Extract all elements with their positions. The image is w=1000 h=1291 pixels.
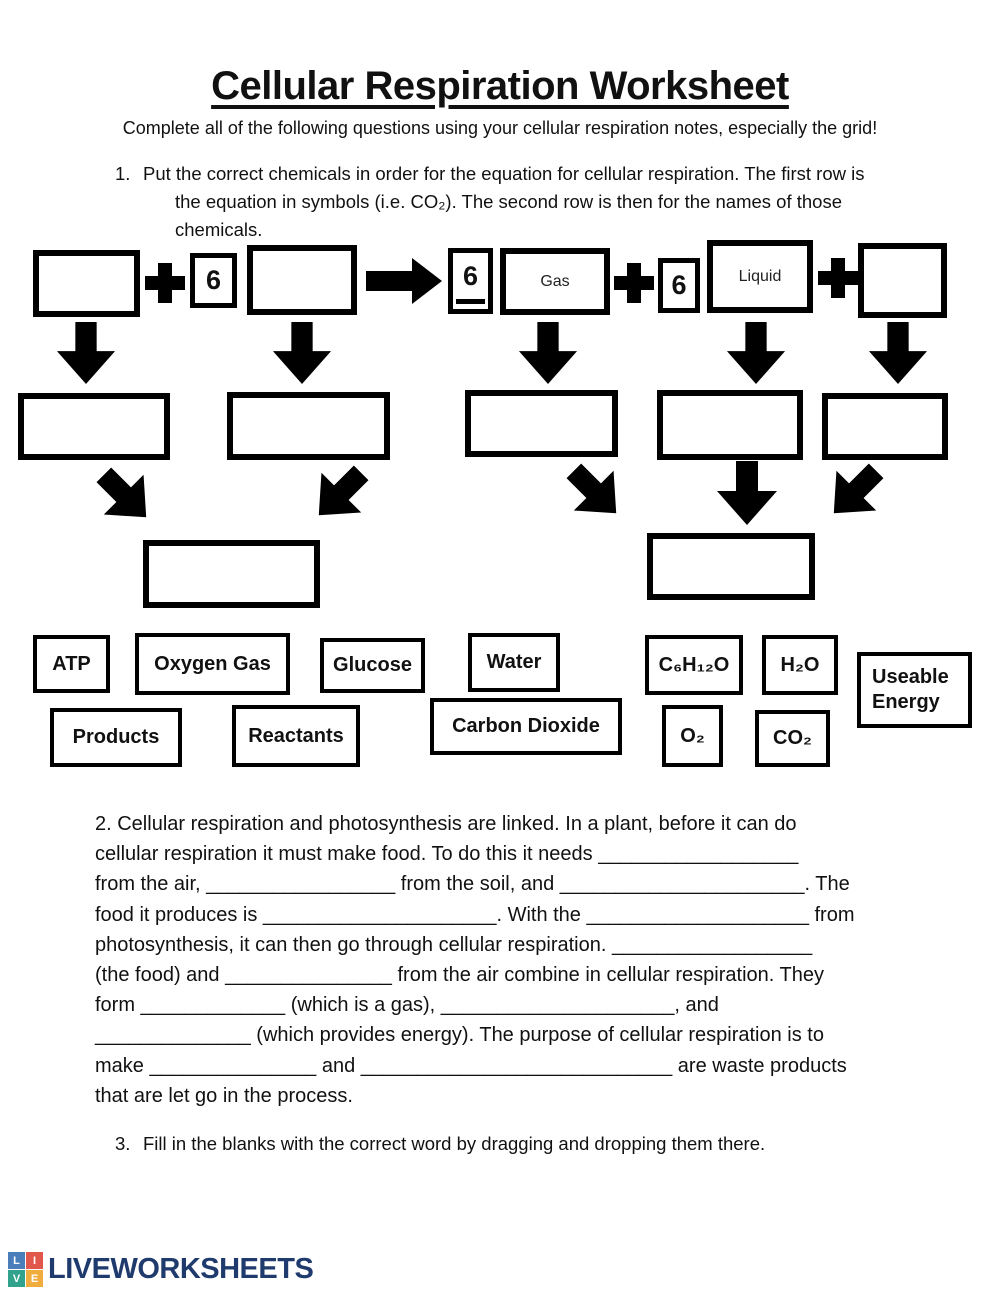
gas-dropzone[interactable]: Gas — [500, 248, 610, 315]
question-3-number: 3. — [115, 1133, 131, 1154]
liquid-label: Liquid — [738, 267, 782, 285]
question-2: 2. Cellular respiration and photosynthes… — [95, 809, 925, 1111]
liveworksheets-footer: L I V E LIVEWORKSHEETS — [8, 1252, 314, 1287]
diagonal-arrow-icon — [83, 454, 168, 539]
category-dropzone-left[interactable] — [143, 540, 320, 608]
word-chip-atp[interactable]: ATP — [33, 635, 110, 693]
down-arrow-icon — [868, 322, 928, 384]
coefficient-value: 6 — [205, 265, 222, 295]
symbol-dropzone-1[interactable] — [33, 250, 140, 317]
down-arrow-icon — [518, 322, 578, 384]
name-dropzone-1[interactable] — [18, 393, 170, 460]
question-2-line: photosynthesis, it can then go through c… — [95, 933, 813, 956]
question-1-line: the equation in symbols (i.e. CO₂). The … — [175, 191, 843, 212]
coefficient-box-1: 6 — [190, 253, 237, 308]
question-2-line: ______________ (which provides energy). … — [95, 1024, 824, 1047]
brand-name: LIVEWORKSHEETS — [48, 1253, 314, 1285]
name-dropzone-4[interactable] — [657, 390, 803, 460]
question-1-line: Put the correct chemicals in order for t… — [143, 163, 865, 184]
plus-icon — [818, 258, 858, 298]
name-dropzone-5[interactable] — [822, 393, 948, 460]
word-chip-useable-energy[interactable]: Useable Energy — [857, 652, 972, 728]
question-2-line: (the food) and _______________ from the … — [95, 964, 824, 987]
plus-icon — [614, 263, 654, 303]
coefficient-value: 6 — [671, 270, 687, 300]
name-dropzone-2[interactable] — [227, 392, 390, 460]
name-dropzone-3[interactable] — [465, 390, 618, 457]
logo-letter: E — [26, 1270, 43, 1287]
plus-icon — [145, 263, 185, 303]
question-2-line: 2. Cellular respiration and photosynthes… — [95, 813, 797, 835]
question-1-number: 1. — [115, 163, 131, 184]
down-arrow-icon — [717, 460, 777, 526]
question-2-line: cellular respiration it must make food. … — [95, 843, 799, 866]
word-chip-oxygen-gas[interactable]: Oxygen Gas — [135, 633, 290, 695]
coefficient-value: 6 — [462, 260, 479, 291]
question-1: 1. Put the correct chemicals in order fo… — [115, 160, 905, 244]
down-arrow-icon — [272, 322, 332, 384]
word-chip-reactants[interactable]: Reactants — [232, 705, 360, 767]
question-1-line: chemicals. — [175, 219, 263, 240]
logo-letter: I — [26, 1252, 43, 1269]
word-chip-o2[interactable]: O₂ — [662, 705, 723, 767]
liquid-dropzone[interactable]: Liquid — [707, 240, 813, 313]
right-arrow-icon — [366, 258, 442, 304]
question-2-line: form _____________ (which is a gas), ___… — [95, 994, 719, 1017]
logo-letter: V — [8, 1270, 25, 1287]
question-2-line: food it produces is ____________________… — [95, 903, 855, 926]
question-2-line: from the air, _________________ from the… — [95, 873, 850, 896]
diagonal-arrow-icon — [298, 452, 383, 537]
word-chip-carbon-dioxide[interactable]: Carbon Dioxide — [430, 698, 622, 755]
symbol-dropzone-2[interactable] — [247, 245, 357, 315]
word-chip-co2[interactable]: CO₂ — [755, 710, 830, 767]
question-2-line: make _______________ and _______________… — [95, 1054, 847, 1077]
diagonal-arrow-icon — [553, 450, 638, 535]
page-title: Cellular Respiration Worksheet — [211, 64, 789, 108]
word-chip-products[interactable]: Products — [50, 708, 182, 767]
coefficient-box-3: 6 — [658, 258, 700, 313]
question-2-line: that are let go in the process. — [95, 1084, 353, 1107]
logo-letter: L — [8, 1252, 25, 1269]
diagonal-arrow-icon — [813, 450, 898, 535]
liveworksheets-logo-icon: L I V E — [8, 1252, 43, 1287]
symbol-dropzone-3[interactable] — [858, 243, 947, 318]
question-3-text: Fill in the blanks with the correct word… — [143, 1133, 766, 1154]
word-chip-h2o[interactable]: H₂O — [762, 635, 838, 695]
coefficient-box-2: 6 — [448, 248, 493, 314]
category-dropzone-right[interactable] — [647, 533, 815, 600]
word-chip-c6h12o[interactable]: C₆H₁₂O — [645, 635, 743, 695]
gas-label: Gas — [540, 272, 570, 290]
question-3: 3. Fill in the blanks with the correct w… — [115, 1133, 905, 1155]
down-arrow-icon — [56, 322, 116, 384]
word-chip-water[interactable]: Water — [468, 633, 560, 692]
down-arrow-icon — [726, 322, 786, 384]
intro-text: Complete all of the following questions … — [122, 118, 878, 138]
word-chip-glucose[interactable]: Glucose — [320, 638, 425, 693]
